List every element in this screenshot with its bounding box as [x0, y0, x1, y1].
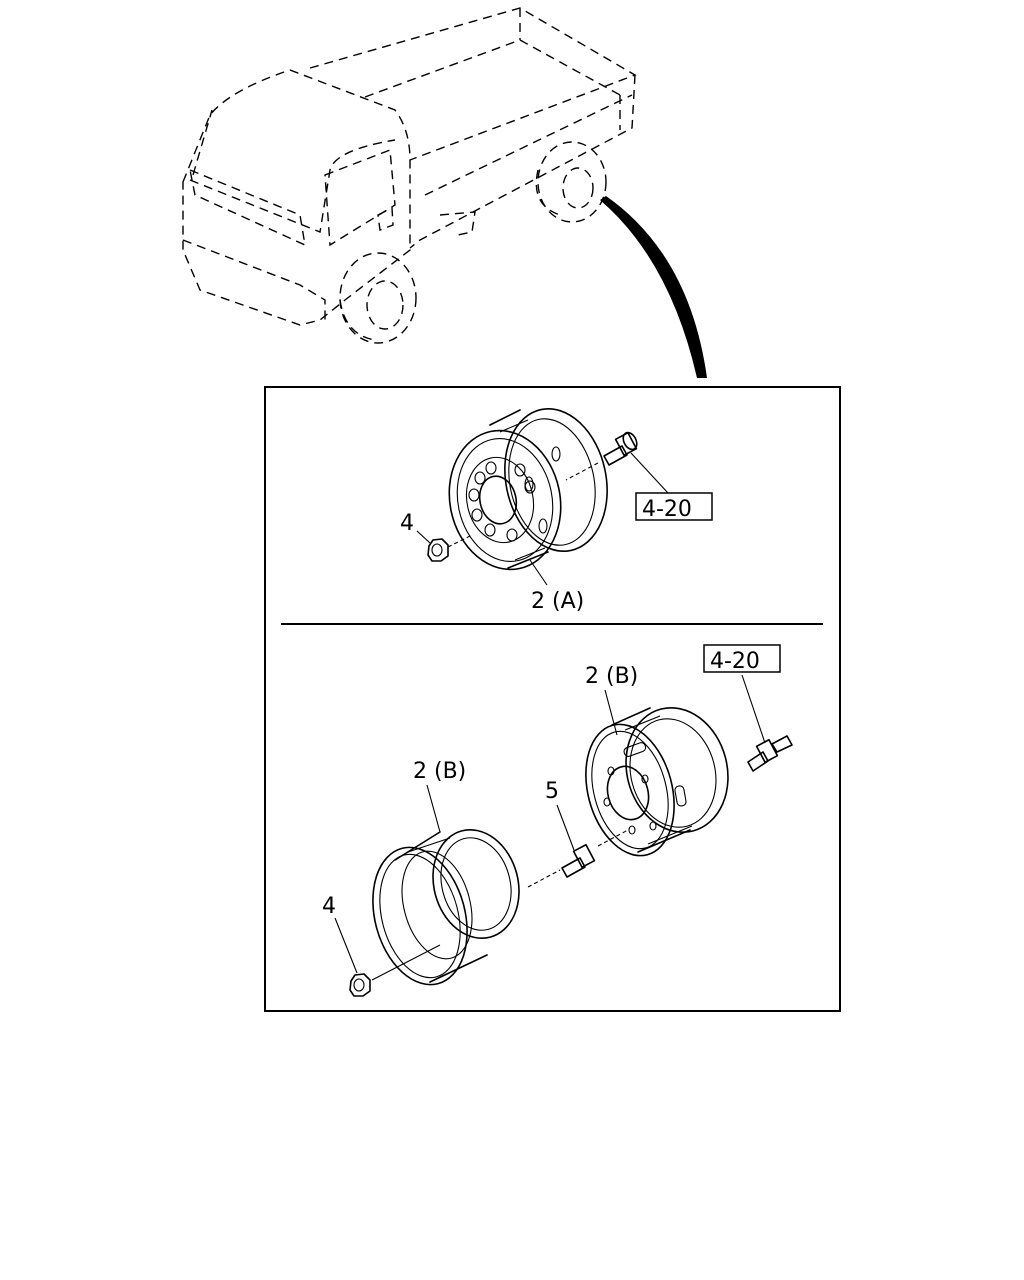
- leader-ref-bottom: [741, 674, 766, 744]
- ref-box-bottom[interactable]: [703, 644, 781, 673]
- callout-stud: 5: [545, 779, 559, 804]
- callout-wheel-b-front: 2 (B): [585, 664, 638, 689]
- wheel-b-rear-drawing: [372, 828, 520, 986]
- detail-pointer: [600, 196, 707, 378]
- leader-wheel-a: [529, 559, 548, 586]
- truck-illustration: [182, 7, 637, 344]
- ref-link-top[interactable]: 4-20: [642, 497, 692, 522]
- stud-bolt-center: [527, 829, 629, 888]
- ref-box-top[interactable]: [635, 492, 713, 521]
- hub-nut-bottom: [349, 944, 441, 997]
- leader-nut-bottom: [334, 917, 358, 974]
- stud-bolt-top: [565, 431, 638, 481]
- detail-frame: [264, 386, 841, 1012]
- callout-nut-top: 4: [400, 511, 414, 536]
- hub-nut-top: [427, 534, 473, 562]
- callout-wheel-a: 2 (A): [531, 589, 584, 614]
- wheel-b-front-drawing: [585, 706, 729, 857]
- leader-stud: [556, 804, 575, 851]
- leader-wheel-b-rear: [426, 784, 441, 833]
- leader-ref-top: [630, 452, 669, 494]
- ref-link-bottom[interactable]: 4-20: [710, 649, 760, 674]
- callout-wheel-b-rear: 2 (B): [413, 759, 466, 784]
- leader-wheel-b-front: [604, 689, 618, 736]
- leader-nut-top: [416, 530, 431, 544]
- wheel-a-drawing: [448, 408, 608, 571]
- callout-nut-bottom: 4: [322, 894, 336, 919]
- stud-bolt-bottom-right: [747, 735, 793, 772]
